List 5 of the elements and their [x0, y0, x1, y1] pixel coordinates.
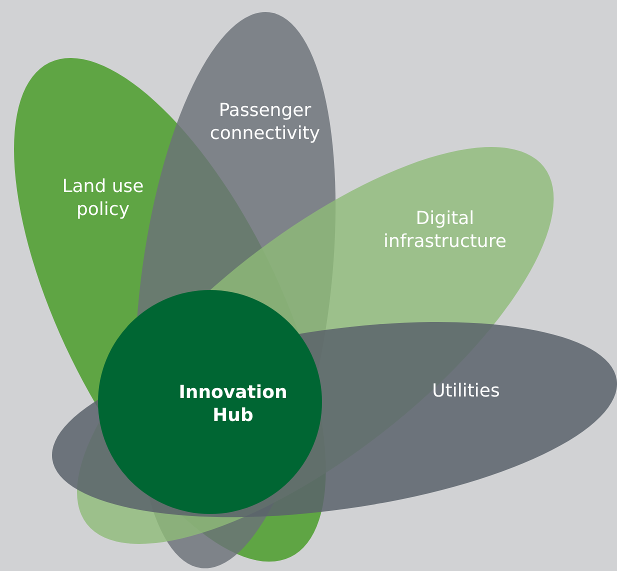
petal-label: Passenger connectivity: [208, 98, 322, 145]
petal-label: Utilities: [431, 379, 501, 402]
petal-label: Digital infrastructure: [382, 206, 508, 253]
petal-label: Land use policy: [61, 174, 145, 221]
hub-label: Innovation Hub: [178, 381, 288, 427]
